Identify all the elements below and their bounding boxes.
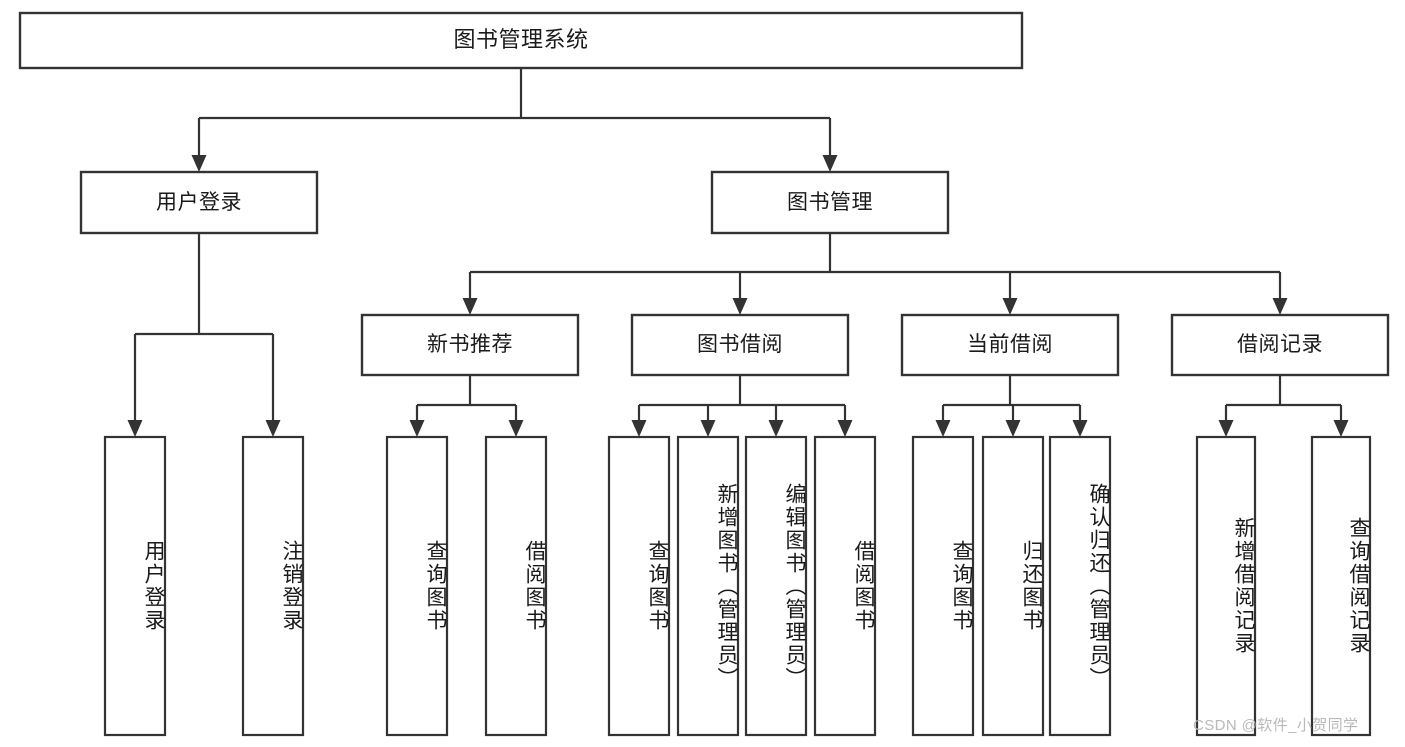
node-box-leaf-10 (1048, 435, 1112, 737)
node-借阅记录[interactable] (1172, 315, 1388, 375)
node-leaf-注销登录[interactable] (243, 437, 303, 735)
arrow-head-icon (1218, 420, 1234, 437)
arrow-head-icon (768, 420, 784, 437)
node-box-leaf-11 (1195, 435, 1257, 737)
arrow-head-icon (935, 420, 951, 437)
arrow-head-icon (462, 298, 478, 315)
arrow-head-icon (822, 155, 838, 172)
arrow-head-icon (1002, 298, 1018, 315)
node-leaf-归还图书[interactable] (983, 437, 1043, 735)
node-box-leaf-1 (241, 435, 305, 737)
node-leaf-新增图书管理员[interactable] (678, 437, 738, 735)
node-当前借阅[interactable] (902, 315, 1118, 375)
arrow-head-icon (409, 420, 425, 437)
node-box-图书管理 (710, 170, 950, 235)
node-box-leaf-8 (911, 435, 975, 737)
node-leaf-确认归还管理员[interactable] (1050, 437, 1110, 735)
arrow-head-icon (700, 420, 716, 437)
arrow-head-icon (508, 420, 524, 437)
node-leaf-查询图书[interactable] (609, 437, 669, 735)
node-box-图书借阅 (630, 313, 850, 377)
connector-layer (127, 68, 1349, 437)
node-box-leaf-0 (103, 435, 167, 737)
node-box-leaf-4 (607, 435, 671, 737)
node-box-leaf-9 (981, 435, 1045, 737)
arrow-head-icon (631, 420, 647, 437)
arrow-head-icon (265, 420, 281, 437)
node-leaf-编辑图书管理员[interactable] (746, 437, 806, 735)
arrow-head-icon (1272, 298, 1288, 315)
node-box-leaf-3 (484, 435, 548, 737)
node-box-当前借阅 (900, 313, 1120, 377)
node-box-leaf-2 (385, 435, 449, 737)
node-图书管理[interactable] (712, 172, 948, 233)
arrow-head-icon (837, 420, 853, 437)
arrow-head-icon (732, 298, 748, 315)
node-box-用户登录 (79, 170, 319, 235)
node-leaf-借阅图书[interactable] (486, 437, 546, 735)
node-box-leaf-6 (744, 435, 808, 737)
node-box-layer (18, 11, 1390, 737)
node-leaf-查询借阅记录[interactable] (1312, 437, 1370, 735)
node-box-leaf-7 (813, 435, 877, 737)
node-box-新书推荐 (360, 313, 580, 377)
node-leaf-用户登录[interactable] (105, 437, 165, 735)
arrow-head-icon (127, 420, 143, 437)
node-新书推荐[interactable] (362, 315, 578, 375)
node-图书借阅[interactable] (632, 315, 848, 375)
arrow-head-icon (1333, 420, 1349, 437)
node-leaf-查询图书[interactable] (387, 437, 447, 735)
node-box-leaf-5 (676, 435, 740, 737)
node-leaf-借阅图书[interactable] (815, 437, 875, 735)
node-root[interactable] (20, 13, 1022, 68)
node-box-root (18, 11, 1024, 70)
node-用户登录[interactable] (81, 172, 317, 233)
arrow-head-icon (1005, 420, 1021, 437)
arrow-head-icon (191, 155, 207, 172)
arrow-head-icon (1072, 420, 1088, 437)
node-leaf-新增借阅记录[interactable] (1197, 437, 1255, 735)
node-leaf-查询图书[interactable] (913, 437, 973, 735)
node-box-借阅记录 (1170, 313, 1390, 377)
node-box-leaf-12 (1310, 435, 1372, 737)
